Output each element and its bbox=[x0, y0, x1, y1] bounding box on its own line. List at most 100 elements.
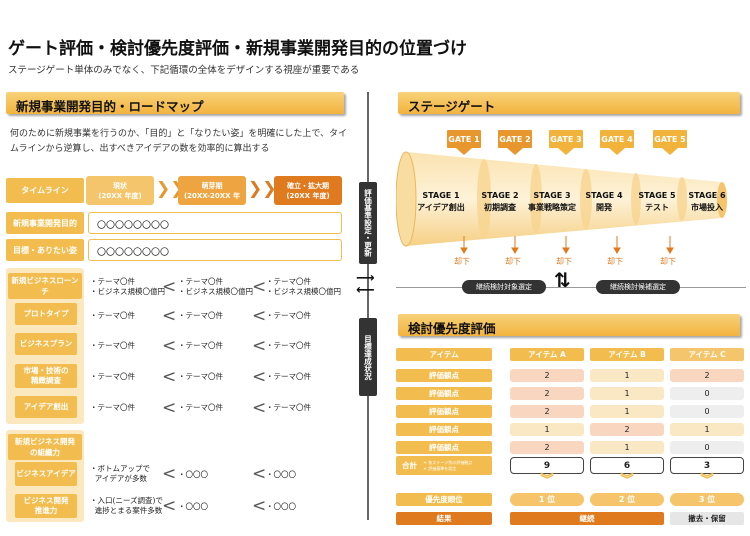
reject-label: 却下 bbox=[556, 257, 572, 266]
stage-funnel bbox=[396, 151, 727, 247]
page-title: ゲート評価・検討優先度評価・新規事業開発目的の位置づけ bbox=[8, 39, 467, 59]
chevron-down-icon: ︾ bbox=[540, 473, 554, 488]
item-text: 〇〇〇 bbox=[273, 470, 297, 479]
prototype-item: ・テーマ〇件 bbox=[266, 311, 312, 320]
score-cell: 1 bbox=[670, 423, 744, 436]
row-label-business-idea: ビジネスアイデア bbox=[15, 462, 77, 486]
col-item-a: アイテム A bbox=[510, 348, 584, 361]
gate-2: GATE 2 bbox=[498, 130, 532, 155]
phase-name: 確立・拡大期 bbox=[287, 181, 329, 190]
item-text: ボトムアップで bbox=[97, 464, 151, 473]
chevron-left-icon: < bbox=[162, 277, 177, 297]
phase-current: 現状(20XX 年度) bbox=[86, 176, 154, 205]
rank-label: 優先度順位 bbox=[396, 493, 492, 506]
score-cell: 2 bbox=[510, 387, 584, 400]
page-subtitle: ステージゲート単体のみでなく、下記循環の全体をデザインする視座が重要である bbox=[8, 65, 360, 76]
note-line: ＊ 各ステージ別の評価観点 bbox=[423, 459, 473, 465]
row-label-business-plan: ビジネスプラン bbox=[15, 333, 77, 355]
stage-name: テスト bbox=[645, 203, 669, 212]
item-text: テーマ〇件 bbox=[273, 277, 312, 286]
funnel-ring bbox=[580, 169, 592, 229]
reject-arrows bbox=[460, 236, 674, 254]
score-cell: 1 bbox=[590, 369, 664, 382]
rank-c: 3 位 bbox=[670, 493, 744, 506]
stage-4: STAGE 4 開発 bbox=[580, 190, 628, 214]
chevron-left-icon: < bbox=[162, 306, 177, 326]
funnel-ring bbox=[631, 173, 641, 225]
chevron-right-icon: ❯❯ bbox=[248, 179, 277, 199]
dev-force-next: ・〇〇〇 bbox=[178, 502, 209, 511]
gate-3: GATE 3 bbox=[549, 130, 583, 155]
funnel-end bbox=[717, 182, 727, 218]
chevron-right-icon: ❯❯ bbox=[156, 179, 185, 199]
item-text: テーマ〇件 bbox=[97, 372, 136, 381]
item-text: ビジネス規模〇億円 bbox=[185, 287, 254, 296]
score-cell: 1 bbox=[590, 387, 664, 400]
row-label-dev-force: ビジネス開発 推進力 bbox=[15, 494, 77, 518]
row-label-criteria: 評価観点 bbox=[396, 387, 492, 400]
goal-value: 〇〇〇〇〇〇〇〇 bbox=[88, 239, 342, 261]
item-text: 〇〇〇 bbox=[185, 502, 209, 511]
row-label-market-research: 市場・技術の 精緻調査 bbox=[15, 364, 77, 388]
total-c: 3 bbox=[670, 457, 744, 474]
stage-name: 開発 bbox=[596, 203, 612, 212]
business-idea-next: ・〇〇〇 bbox=[178, 470, 209, 479]
total-row-label: 合計 ＊ 各ステージ別の評価観点＊ 評価基準を設定 bbox=[396, 456, 492, 475]
timeline-label: タイムライン bbox=[6, 178, 84, 203]
market-research-item: ・テーマ〇件 bbox=[178, 372, 223, 381]
idea-creation-item: ・テーマ〇件 bbox=[266, 403, 312, 412]
item-text: テーマ〇件 bbox=[273, 311, 312, 320]
purpose-label: 新規事業開発目的 bbox=[6, 212, 84, 234]
chevron-left-icon: < bbox=[252, 367, 267, 387]
item-text: ビジネス規模〇億円 bbox=[273, 287, 342, 296]
chevron-down-icon: ︾ bbox=[620, 473, 634, 488]
item-text: テーマ〇件 bbox=[273, 403, 312, 412]
item-text: テーマ〇件 bbox=[185, 403, 224, 412]
goal-label: 目標・ありたい姿 bbox=[6, 239, 84, 261]
chevron-left-icon: < bbox=[162, 336, 177, 356]
row-label-criteria: 評価観点 bbox=[396, 405, 492, 418]
gate-5: GATE 5 bbox=[653, 130, 687, 155]
stage-number: STAGE 4 bbox=[585, 191, 623, 200]
stage-name: 市場投入 bbox=[691, 203, 723, 212]
total-label: 合計 bbox=[402, 461, 417, 470]
business-plan-item: ・テーマ〇件 bbox=[266, 341, 311, 350]
phase-period: (20XX 年度) bbox=[98, 191, 142, 200]
market-research-item: ・テーマ〇件 bbox=[266, 372, 311, 381]
reject-label: 却下 bbox=[607, 257, 623, 266]
chevron-left-icon: < bbox=[162, 367, 177, 387]
chevron-left-icon: < bbox=[162, 398, 177, 418]
score-cell: 1 bbox=[510, 423, 584, 436]
item-text: ビジネス規模〇億円 bbox=[97, 287, 166, 296]
row-label-prototype: プロトタイプ bbox=[15, 303, 77, 325]
roadmap-intro: 何のために新規事業を行うのか、「目的」と「なりたい姿」を明確にした上で、タイムラ… bbox=[10, 129, 347, 154]
idea-creation-item: ・テーマ〇件 bbox=[90, 403, 135, 412]
business-idea-first: ・ボトムアップで アイデアが多数 bbox=[90, 464, 151, 483]
stage-name: 初期調査 bbox=[484, 203, 516, 212]
phase-name: 萌芽期 bbox=[201, 181, 223, 190]
item-text: 〇〇〇 bbox=[185, 470, 209, 479]
dev-force-first: ・入口(ニーズ調査)で 進捗とまる案件多数 bbox=[90, 496, 163, 515]
reject-label: 却下 bbox=[454, 257, 470, 266]
funnel-ring bbox=[477, 159, 491, 239]
chevron-left-icon: < bbox=[252, 277, 267, 297]
phase-period: (20XX-20XX 年 bbox=[183, 191, 241, 200]
chevron-left-icon: < bbox=[252, 496, 267, 516]
launch-item-1: ・テーマ〇件・ビジネス規模〇億円 bbox=[90, 277, 166, 296]
business-idea-next: ・〇〇〇 bbox=[266, 470, 297, 479]
updown-arrows-icon: ⇅ bbox=[554, 268, 571, 292]
result-continue: 継続 bbox=[510, 512, 664, 525]
row-label-criteria: 評価観点 bbox=[396, 423, 492, 436]
gate-4: GATE 4 bbox=[600, 130, 634, 155]
phase-name: 現状 bbox=[113, 181, 127, 190]
chevron-left-icon: < bbox=[252, 464, 267, 484]
divider-line bbox=[367, 92, 369, 520]
funnel-ring bbox=[677, 177, 687, 221]
total-b: 6 bbox=[590, 457, 664, 474]
stage-number: STAGE 1 bbox=[422, 191, 460, 200]
org-label: 新規ビジネス開発 の組織力 bbox=[8, 434, 82, 460]
